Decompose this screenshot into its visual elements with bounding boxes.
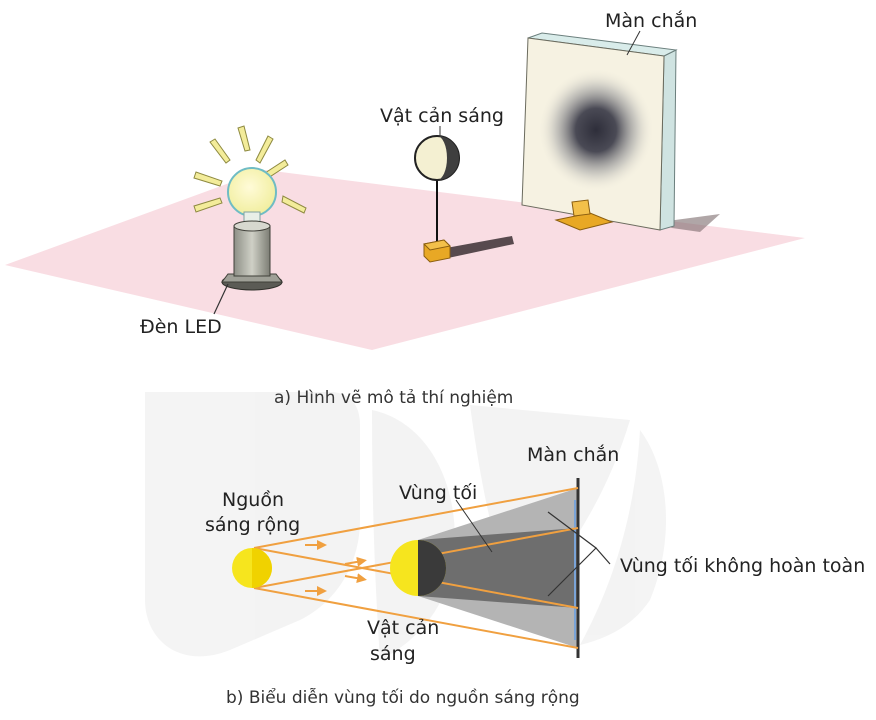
ray-diagram: Màn chắn Nguồn sáng rộng Vùng tối Vùng t…: [205, 443, 865, 708]
source-label-2: sáng rộng: [205, 514, 300, 536]
screen-label-b: Màn chắn: [527, 443, 619, 466]
umbra-leader: [455, 499, 493, 553]
obstacle-label-b1: Vật cản: [367, 617, 439, 639]
screen-leader: [626, 30, 641, 56]
umbra-label: Vùng tối: [399, 482, 477, 504]
bulb: [227, 167, 277, 217]
screen-shadow: [660, 214, 720, 232]
light-rays: [193, 125, 307, 214]
led-label: Đèn LED: [140, 316, 222, 338]
experiment-illustration: Màn chắn Vật cản sáng Đèn LED a) Hình vẽ…: [5, 9, 805, 408]
umbra-region: [418, 528, 578, 608]
floor-plane: [5, 170, 805, 350]
caption-a: a) Hình vẽ mô tả thí nghiệm: [274, 388, 513, 408]
screen-label-a: Màn chắn: [605, 9, 697, 32]
penumbra-label: Vùng tối không hoàn toàn: [620, 555, 865, 577]
obstacle-shadow: [446, 236, 514, 258]
caption-b: b) Biểu diễn vùng tối do nguồn sáng rộng: [226, 687, 580, 708]
led-lamp: [193, 125, 307, 291]
obstacle-b: [390, 540, 446, 596]
screen-stand: [554, 199, 614, 231]
obstacle-label-a: Vật cản sáng: [380, 105, 504, 127]
shadow-spot: [538, 68, 654, 192]
source-label-1: Nguồn: [222, 489, 284, 511]
led-leader: [213, 283, 229, 315]
screen-3d: [521, 32, 720, 232]
obstacle-label-b2: sáng: [370, 643, 416, 665]
lamp-base: [233, 225, 271, 277]
wide-light-source: [232, 548, 272, 588]
obstacle-3d: [414, 135, 514, 263]
